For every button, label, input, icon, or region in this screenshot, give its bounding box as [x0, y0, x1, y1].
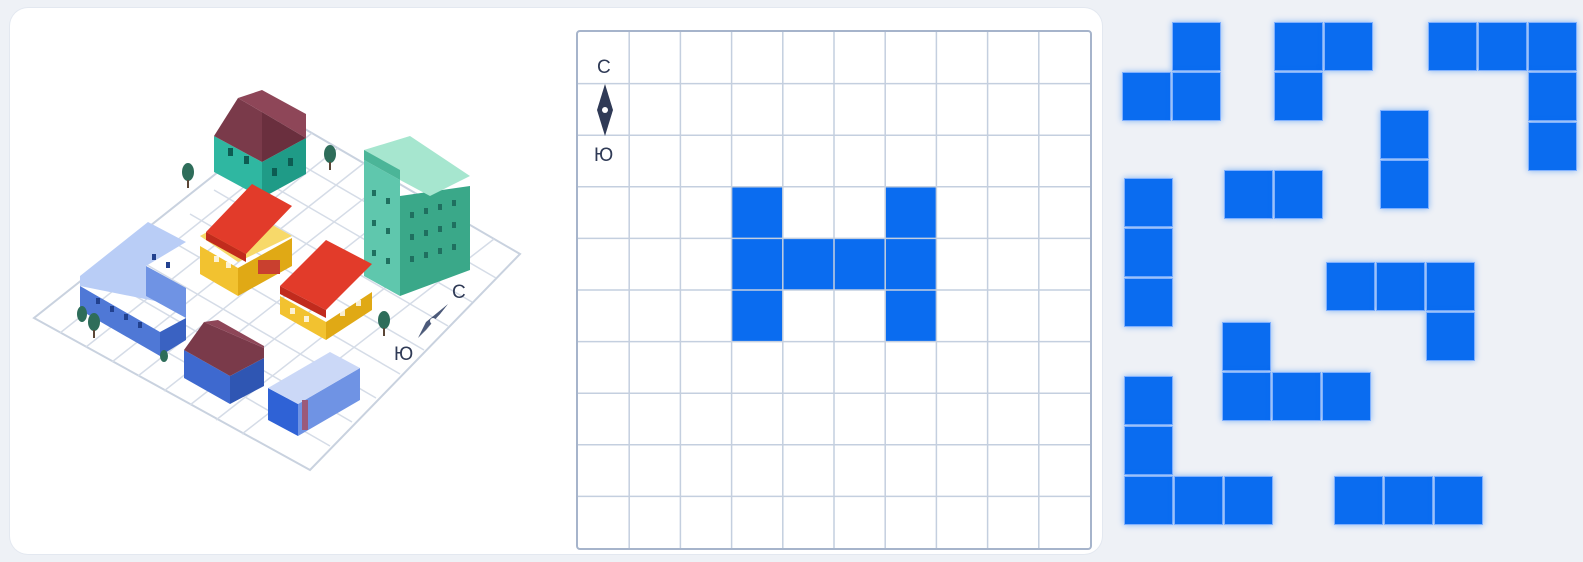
- piece-cell: [1528, 72, 1577, 121]
- piece-cell: [1426, 312, 1475, 361]
- piece-l-top[interactable]: [1274, 22, 1374, 122]
- piece-cell: [1426, 262, 1475, 311]
- piece-cell: [1172, 22, 1221, 71]
- plan-grid-lines: [578, 32, 1090, 548]
- grid-filled-cell: [732, 290, 783, 342]
- compass-north-label: С: [597, 58, 611, 77]
- piece-cell: [1528, 122, 1577, 171]
- piece-cell: [1124, 178, 1173, 227]
- piece-s-corner[interactable]: [1122, 22, 1222, 122]
- piece-big-l[interactable]: [1124, 376, 1274, 526]
- compass-south-label: Ю: [594, 146, 613, 165]
- piece-cell: [1172, 72, 1221, 121]
- compass-needle-icon: [596, 84, 614, 136]
- grid-filled-cell: [885, 238, 936, 290]
- piece-domino-horizontal[interactable]: [1224, 170, 1324, 220]
- grid-filled-cell: [885, 187, 936, 239]
- piece-cell: [1324, 22, 1373, 71]
- piece-cell: [1528, 22, 1577, 71]
- iso-compass-north-label: С: [452, 282, 466, 303]
- piece-tromino-horizontal[interactable]: [1334, 476, 1484, 526]
- piece-cell: [1274, 72, 1323, 121]
- piece-cell: [1122, 72, 1171, 121]
- piece-cell: [1384, 476, 1433, 525]
- city-illustration: С Ю: [10, 8, 570, 554]
- piece-cell: [1434, 476, 1483, 525]
- piece-cell: [1322, 372, 1371, 421]
- piece-cell: [1478, 22, 1527, 71]
- piece-cell: [1274, 170, 1323, 219]
- piece-cell: [1124, 426, 1173, 475]
- piece-cell: [1428, 22, 1477, 71]
- piece-cell: [1124, 278, 1173, 327]
- tall-green-building: [364, 136, 470, 296]
- piece-cell: [1124, 228, 1173, 277]
- piece-cell: [1224, 170, 1273, 219]
- piece-cell: [1334, 476, 1383, 525]
- piece-domino-vertical[interactable]: [1380, 110, 1430, 210]
- grid-filled-cell: [732, 187, 783, 239]
- piece-cell: [1376, 262, 1425, 311]
- piece-cell: [1174, 476, 1223, 525]
- piece-top-right[interactable]: [1428, 22, 1578, 172]
- grid-filled-cell: [885, 290, 936, 342]
- grid-filled-cell: [732, 238, 783, 290]
- piece-cell: [1272, 372, 1321, 421]
- piece-cell: [1124, 376, 1173, 425]
- scene-card: С Ю С Ю: [10, 8, 1102, 554]
- compass: С Ю: [588, 54, 622, 174]
- grid-filled-cell: [834, 238, 885, 290]
- piece-cell: [1274, 22, 1323, 71]
- iso-compass-south-label: Ю: [394, 344, 413, 365]
- piece-cell: [1224, 476, 1273, 525]
- piece-tromino-vertical[interactable]: [1124, 178, 1174, 328]
- piece-cell: [1124, 476, 1173, 525]
- piece-cell: [1222, 322, 1271, 371]
- piece-cell: [1380, 110, 1429, 159]
- piece-cell: [1326, 262, 1375, 311]
- grid-filled-cell: [783, 238, 834, 290]
- piece-tray: [1112, 0, 1583, 562]
- plan-grid[interactable]: С Ю: [576, 30, 1092, 550]
- piece-cell: [1380, 160, 1429, 209]
